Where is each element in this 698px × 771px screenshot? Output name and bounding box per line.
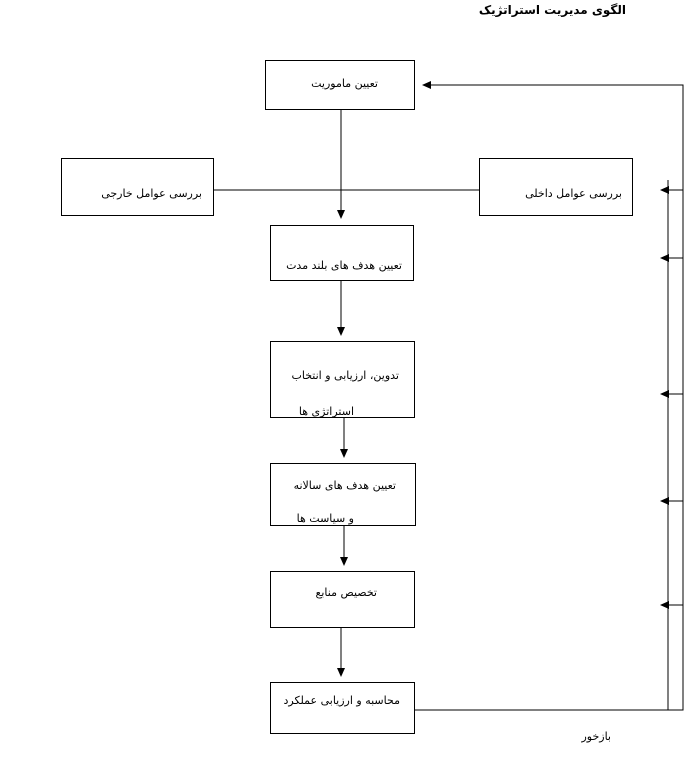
node-long-term-label: تعیین هدف های بلند مدت (286, 259, 402, 272)
node-strategy: تدوین، ارزیابی و انتخاب استراتژی ها (270, 341, 415, 418)
node-long-term-goals: تعیین هدف های بلند مدت (270, 225, 414, 281)
node-annual-goals: تعیین هدف های سالانه و سیاست ها (270, 463, 416, 526)
feedback-label: بازخور (581, 730, 611, 743)
node-performance-evaluation: محاسبه و ارزیابی عملکرد (270, 682, 415, 734)
node-external-factors: بررسی عوامل خارجی (61, 158, 214, 216)
node-internal-factors: بررسی عوامل داخلی (479, 158, 633, 216)
node-strategy-line1: تدوین، ارزیابی و انتخاب (291, 369, 399, 382)
node-resources-label: تخصیص منابع (315, 586, 377, 599)
diagram-title: الگوی مدیریت استراتژیک (478, 3, 626, 17)
node-annual-line2: و سیاست ها (296, 512, 354, 525)
node-annual-line1: تعیین هدف های سالانه (293, 479, 396, 492)
node-strategy-line2: استراتژی ها (298, 405, 354, 418)
node-external-label: بررسی عوامل خارجی (101, 187, 202, 200)
node-mission-label: تعیین ماموریت (311, 77, 378, 90)
node-evaluation-label: محاسبه و ارزیابی عملکرد (283, 694, 400, 707)
node-mission: تعیین ماموریت (265, 60, 415, 110)
node-resource-allocation: تخصیص منابع (270, 571, 415, 628)
node-internal-label: بررسی عوامل داخلی (525, 187, 622, 200)
